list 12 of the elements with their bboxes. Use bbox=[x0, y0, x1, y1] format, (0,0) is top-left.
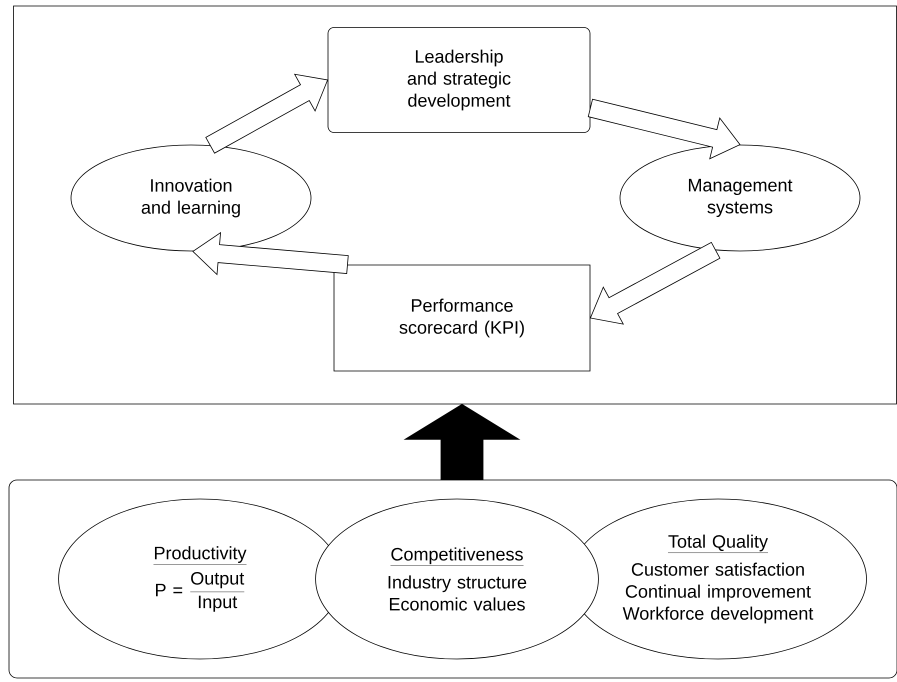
block-arrow bbox=[590, 242, 720, 325]
oval-node: Competitiveness Industry structure Economic values bbox=[315, 498, 599, 660]
process-box: Leadership and strategic development bbox=[328, 27, 590, 133]
oval-node: Total Quality Customer satisfaction Continual improvement Workforce development bbox=[569, 498, 867, 660]
oval-node: Management systems bbox=[620, 144, 860, 252]
oval-node: Productivity $\mbox{P = }\frac{\mbox{Output}}{\mbox{Input}}$ bbox=[58, 498, 342, 660]
block-arrow bbox=[404, 404, 520, 480]
oval-node: Innovation and learning bbox=[70, 144, 312, 252]
process-box: Performance scorecard (KPI) bbox=[334, 264, 590, 372]
block-arrow bbox=[588, 98, 741, 160]
block-arrow bbox=[205, 74, 328, 154]
block-arrow bbox=[192, 232, 349, 276]
